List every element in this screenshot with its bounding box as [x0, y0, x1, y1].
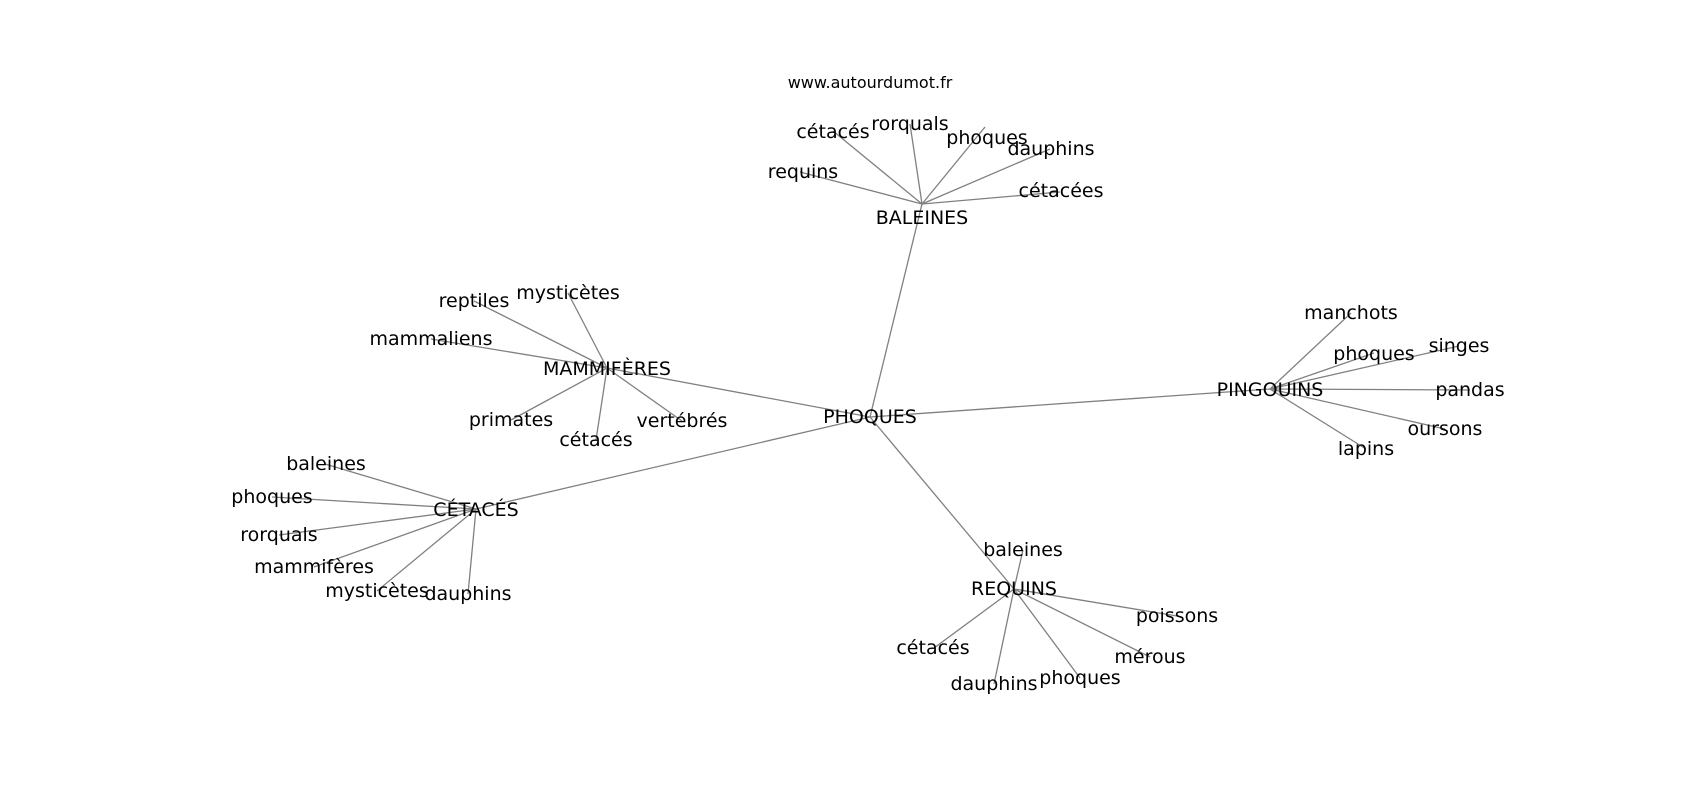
edge-pingouins-3: [1269, 388, 1471, 391]
edge-cétacés-2: [278, 508, 477, 536]
edge-requins-0: [1013, 549, 1024, 590]
edge-center-requins: [869, 416, 1015, 590]
edge-mammifères-5: [606, 367, 683, 422]
edge-baleines-4: [921, 148, 1051, 205]
edge-requins-2: [1013, 588, 1151, 658]
edge-mammifères-2: [430, 338, 608, 369]
word-node[interactable]: primates: [469, 409, 553, 431]
word-node[interactable]: dauphins: [424, 583, 511, 605]
hub-node[interactable]: MAMMIFÈRES: [543, 357, 671, 380]
edge-cétacés-1: [271, 496, 477, 510]
edge-pingouins-0: [1269, 312, 1352, 390]
edge-baleines-3: [921, 126, 986, 205]
word-node[interactable]: dauphins: [1007, 138, 1094, 160]
hub-node[interactable]: PINGOUINS: [1217, 379, 1324, 401]
edge-center-baleines: [869, 203, 923, 418]
word-node[interactable]: mammifères: [254, 556, 374, 578]
edge-pingouins-4: [1269, 388, 1446, 430]
word-node[interactable]: pandas: [1435, 379, 1504, 401]
edge-requins-1: [1013, 588, 1178, 617]
word-node[interactable]: poissons: [1136, 605, 1218, 627]
word-node[interactable]: vertébrés: [637, 410, 728, 432]
edge-cétacés-4: [376, 508, 477, 592]
edge-center-mammifères: [606, 367, 871, 418]
edge-center-cétacés: [475, 416, 871, 510]
word-node[interactable]: oursons: [1408, 418, 1483, 440]
word-node[interactable]: cétacés: [559, 429, 632, 451]
edge-baleines-0: [799, 171, 923, 205]
edge-cétacés-0: [324, 463, 477, 510]
edges: [271, 123, 1471, 685]
word-node[interactable]: cétacés: [796, 121, 869, 143]
edge-baleines-5: [921, 191, 1061, 205]
edge-pingouins-1: [1269, 352, 1375, 390]
edge-cétacés-5: [467, 508, 477, 595]
word-node[interactable]: cétacés: [896, 637, 969, 659]
edge-mammifères-1: [567, 292, 608, 369]
word-node[interactable]: dauphins: [950, 673, 1037, 695]
edge-baleines-1: [832, 130, 923, 205]
word-node[interactable]: reptiles: [439, 290, 510, 312]
edge-mammifères-3: [510, 367, 608, 421]
word-node[interactable]: requins: [768, 161, 838, 183]
word-node[interactable]: singes: [1429, 335, 1490, 357]
word-node[interactable]: rorquals: [240, 524, 317, 546]
word-node[interactable]: mysticètes: [516, 282, 620, 304]
edge-pingouins-5: [1269, 388, 1367, 450]
word-node[interactable]: phoques: [231, 486, 312, 508]
edge-requins-5: [933, 588, 1015, 649]
edge-baleines-2: [909, 123, 923, 205]
edge-mammifères-0: [473, 300, 608, 369]
word-node[interactable]: phoques: [946, 127, 1027, 149]
word-node[interactable]: lapins: [1338, 438, 1394, 460]
word-node[interactable]: mysticètes: [325, 580, 429, 602]
edge-center-pingouins: [869, 388, 1271, 418]
hub-node[interactable]: REQUINS: [971, 578, 1057, 600]
word-node[interactable]: mérous: [1114, 646, 1185, 668]
word-node[interactable]: mammaliens: [370, 328, 493, 350]
word-node[interactable]: cétacées: [1019, 180, 1104, 202]
edge-mammifères-4: [595, 367, 608, 441]
word-node[interactable]: phoques: [1039, 667, 1120, 689]
hub-node[interactable]: CÉTACÉS: [433, 498, 518, 521]
hub-node[interactable]: BALEINES: [876, 207, 969, 229]
site-url: www.autourdumot.fr: [788, 73, 953, 92]
word-node[interactable]: manchots: [1304, 302, 1398, 324]
edge-requins-3: [1013, 588, 1081, 679]
center-node[interactable]: PHOQUES: [823, 406, 917, 428]
word-node[interactable]: baleines: [983, 539, 1063, 561]
edge-pingouins-2: [1269, 345, 1460, 390]
word-node[interactable]: phoques: [1333, 343, 1414, 365]
word-node[interactable]: baleines: [286, 453, 366, 475]
edge-cétacés-3: [313, 508, 477, 568]
edge-requins-4: [993, 588, 1015, 685]
word-node[interactable]: rorquals: [871, 113, 948, 135]
